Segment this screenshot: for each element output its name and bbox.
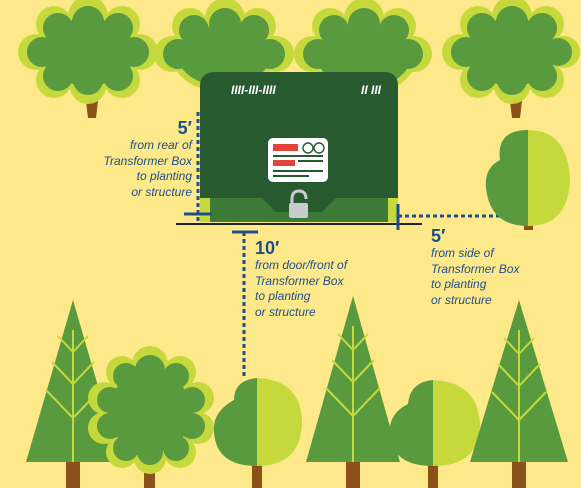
door-clearance-line4: or structure: [255, 304, 316, 319]
side-clearance-line2: Transformer Box: [431, 261, 520, 276]
rear-clearance-line1: from rear of: [129, 138, 192, 152]
box-code-right: II III: [361, 83, 382, 97]
bushy-tree-top-4: [442, 0, 580, 118]
door-clearance-guide: [232, 230, 258, 378]
side-clearance-distance: 5′: [431, 226, 446, 246]
rear-clearance-guide: [184, 112, 212, 222]
side-clearance-line3: to planting: [431, 277, 487, 291]
side-clearance-label: 5′ from side of Transformer Box to plant…: [431, 226, 571, 308]
side-clearance-line1: from side of: [431, 246, 494, 260]
door-clearance-line3: to planting: [255, 289, 311, 303]
pine-tree-3: [470, 300, 568, 488]
side-clearance-line4: or structure: [431, 292, 492, 307]
bushy-tree-bottom: [88, 346, 214, 488]
round-tree-bottom-2: [389, 380, 480, 488]
rear-clearance-line2: Transformer Box: [103, 153, 192, 168]
rear-clearance-line4: or structure: [131, 184, 192, 199]
pine-tree-2: [306, 296, 400, 488]
box-code-left: IIII-III-IIII: [231, 83, 276, 97]
warning-label-icon: [268, 138, 328, 182]
round-tree-bottom-1: [213, 378, 302, 488]
padlock-icon: [289, 189, 308, 218]
door-clearance-line1: from door/front of: [255, 258, 348, 272]
rear-clearance-label: 5′ from rear of Transformer Box to plant…: [60, 118, 192, 200]
bushy-tree-top-1: [18, 0, 158, 118]
side-clearance-guide: [396, 204, 500, 230]
door-clearance-line2: Transformer Box: [255, 273, 344, 288]
round-tree-right: [485, 130, 570, 230]
door-clearance-distance: 10′: [255, 238, 280, 258]
rear-clearance-distance: 5′: [177, 118, 192, 138]
door-clearance-label: 10′ from door/front of Transformer Box t…: [255, 238, 405, 320]
rear-clearance-line3: to planting: [136, 169, 192, 183]
